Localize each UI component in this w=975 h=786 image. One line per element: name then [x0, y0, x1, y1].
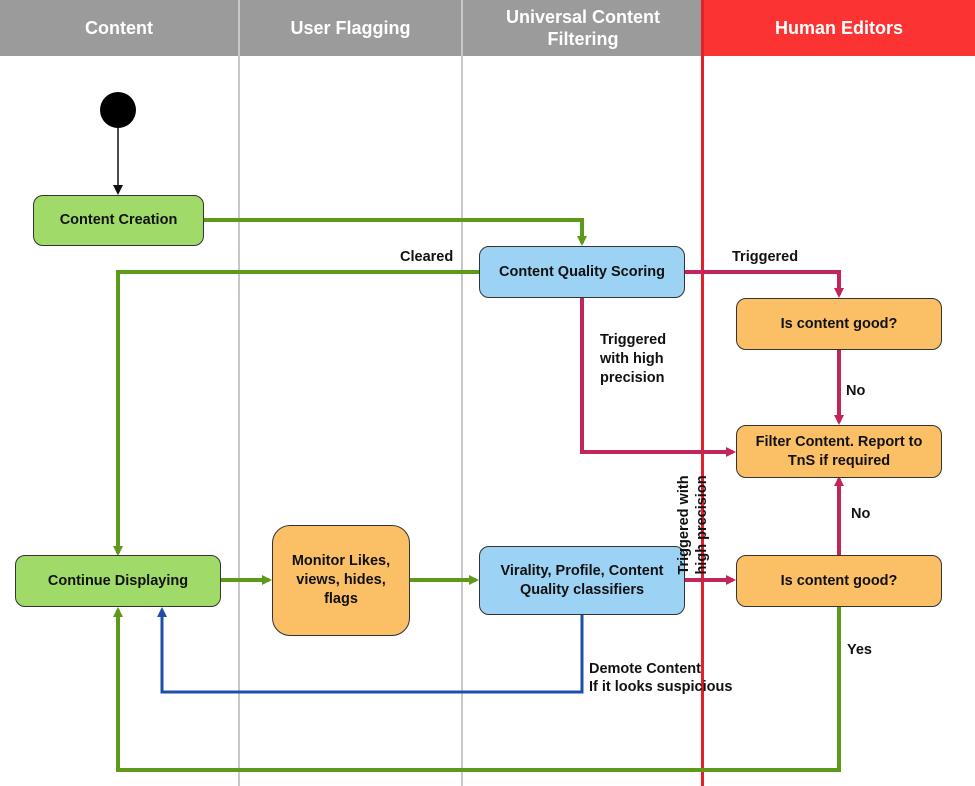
label-no-bottom: No [851, 506, 871, 522]
is-content-good-bottom-node: Is content good? [736, 555, 942, 607]
lane-divider [238, 0, 240, 786]
filter-content-node: Filter Content. Report to TnS if require… [736, 425, 942, 478]
arrow-triggered-to-review [684, 270, 844, 298]
content-creation-node: Content Creation [33, 195, 204, 246]
lane-divider [461, 0, 463, 786]
human-editors-boundary [701, 0, 704, 786]
content-quality-scoring-node: Content Quality Scoring [479, 246, 685, 298]
label-demote-line2: If it looks suspicious [589, 679, 733, 695]
continue-displaying-node: Continue Displaying [15, 555, 221, 607]
is-content-good-top-node: Is content good? [736, 298, 942, 350]
label-no-top: No [846, 383, 866, 399]
label-triggered-high-precision: Triggered with high precision [600, 332, 667, 386]
label-demote-line1: Demote Content [589, 661, 701, 677]
arrow-cleared-to-displaying [113, 270, 479, 556]
lane-header-user-flagging: User Flagging [240, 0, 461, 56]
label-triggered-high-precision-vertical: Triggered with high precision [675, 470, 735, 580]
start-node [100, 92, 136, 128]
arrow-high-precision-to-filter [580, 298, 736, 457]
lane-header-human-editors: Human Editors [703, 0, 975, 56]
label-triggered: Triggered [732, 249, 799, 265]
label-yes: Yes [847, 642, 872, 658]
vertical-label-text: Triggered with high precision [676, 475, 710, 575]
arrow-demote-to-displaying [157, 607, 584, 694]
arrow-creation-to-scoring [204, 218, 587, 246]
virality-classifiers-node: Virality, Profile, Content Quality class… [479, 546, 685, 615]
monitor-node: Monitor Likes, views, hides, flags [272, 525, 410, 636]
lane-header-content: Content [0, 0, 238, 56]
arrow-yes-to-displaying [113, 606, 841, 772]
label-cleared: Cleared [400, 249, 454, 265]
lane-header-universal-filtering: Universal Content Filtering [463, 0, 703, 56]
